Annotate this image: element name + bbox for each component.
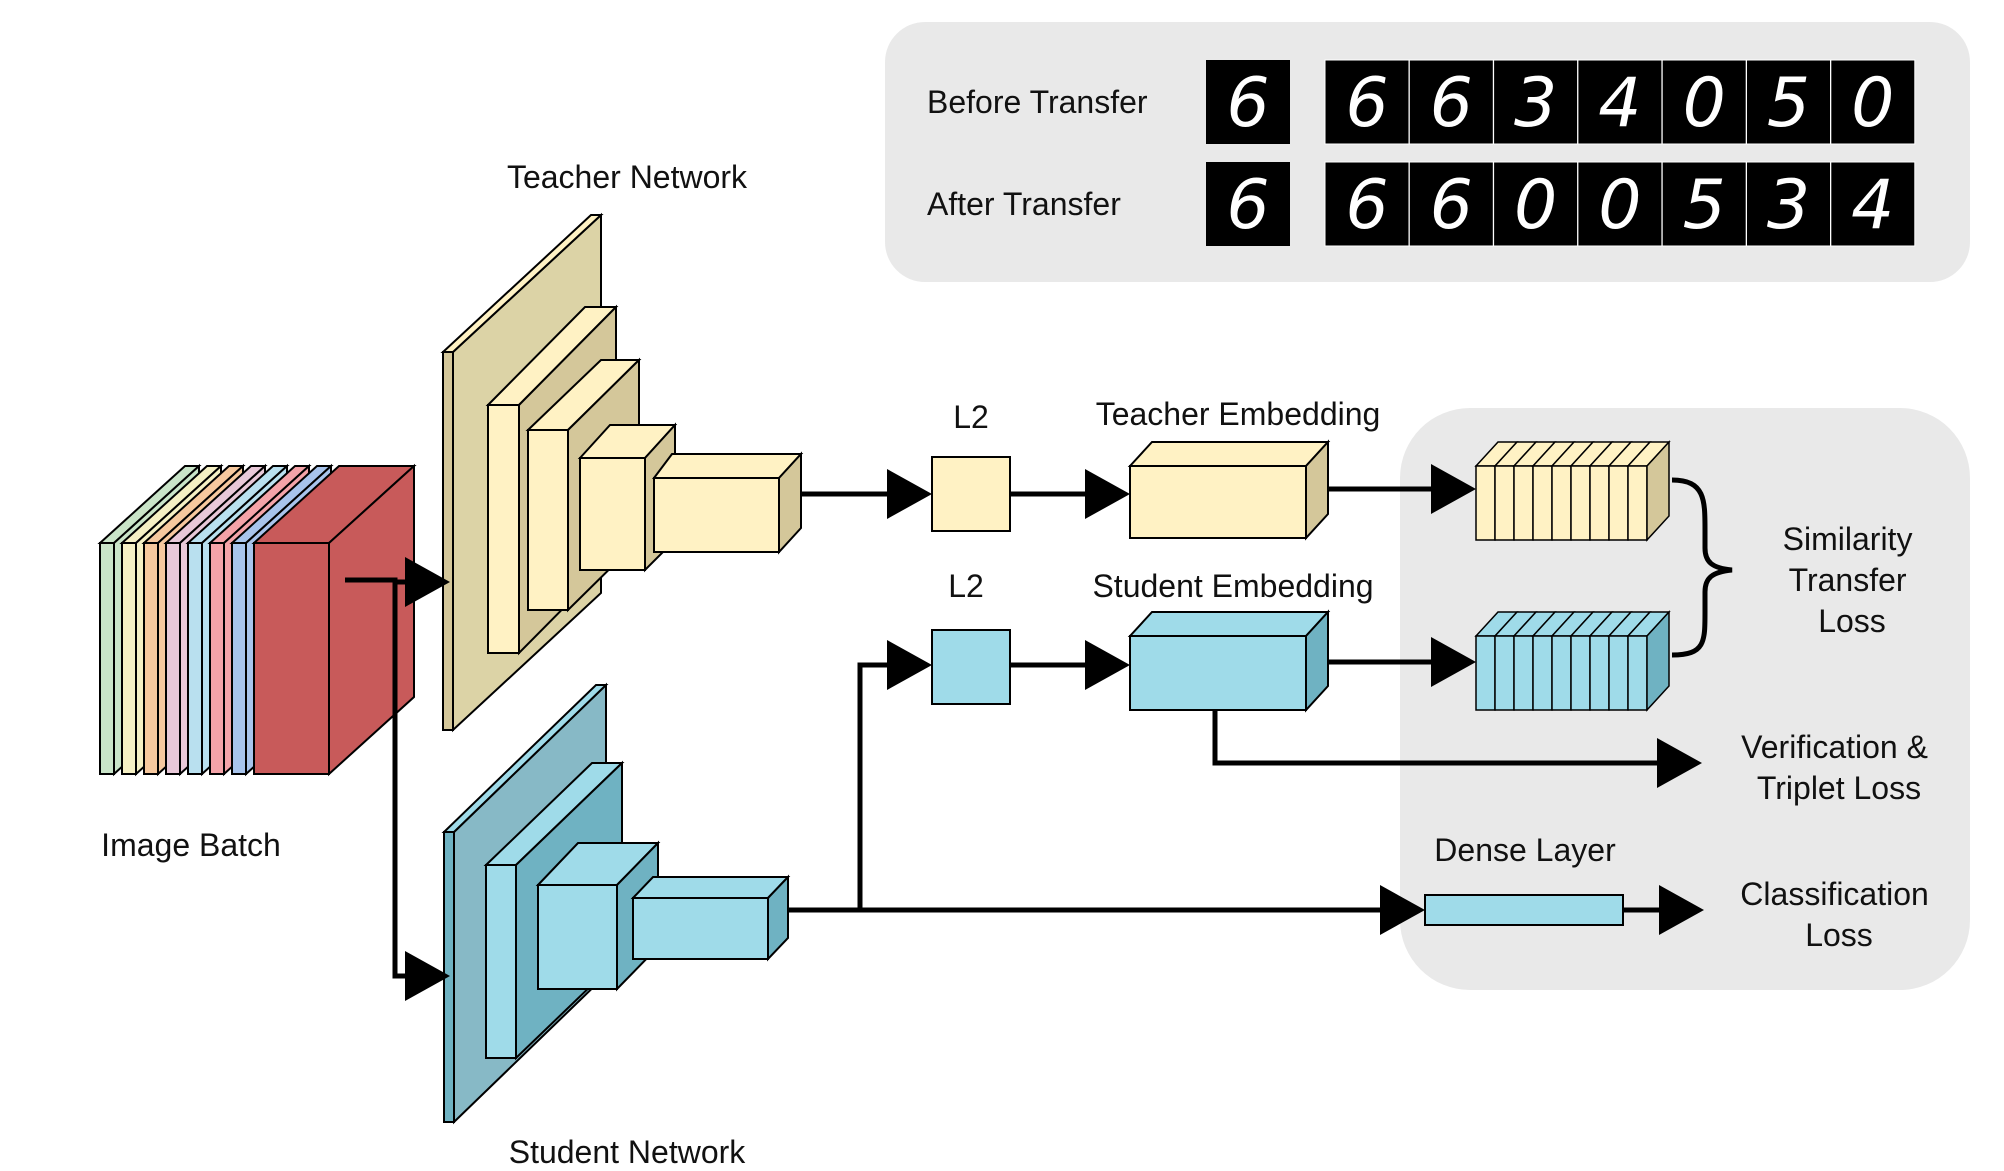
svg-text:6: 6 xyxy=(1430,64,1473,143)
ranked-digit-tile: 5 xyxy=(1661,161,1747,247)
classification-loss-line-2: Loss xyxy=(1805,917,1873,953)
svg-text:0: 0 xyxy=(1683,64,1726,143)
ranked-digit-tile: 4 xyxy=(1577,59,1663,145)
ranked-digit-tile: 6 xyxy=(1408,161,1494,247)
student-layer-3 xyxy=(630,874,791,962)
svg-text:5: 5 xyxy=(1683,166,1726,245)
svg-text:0: 0 xyxy=(1514,166,1557,245)
l2-box-student xyxy=(931,629,1011,705)
loss-panel xyxy=(1400,408,1970,990)
svg-text:6: 6 xyxy=(1345,64,1388,143)
slices-student-1 xyxy=(1474,611,1519,711)
dense-layer-box xyxy=(1424,894,1624,926)
classification-loss-line-1: Classification xyxy=(1740,876,1929,912)
ranked-digit-tile: 0 xyxy=(1830,59,1916,145)
similarity-loss-label: Similarity Transfer Loss xyxy=(1783,521,1922,639)
verification-loss-line-1: Verification & xyxy=(1741,729,1928,765)
ranked-digit-tile: 6 xyxy=(1324,59,1410,145)
ranked-digit-tile: 6 xyxy=(1408,59,1494,145)
verification-loss-line-2: Triplet Loss xyxy=(1757,770,1921,806)
slices-student-2 xyxy=(1493,611,1538,711)
svg-text:3: 3 xyxy=(1514,64,1557,143)
teacher-network xyxy=(440,212,804,733)
verification-loss-label: Verification & Triplet Loss xyxy=(1741,729,1937,806)
teacher-embedding-slices xyxy=(1474,440,1671,542)
svg-text:0: 0 xyxy=(1851,64,1894,143)
l2-box-teacher xyxy=(931,456,1011,532)
svg-text:5: 5 xyxy=(1767,64,1810,143)
ranked-digit-tile: 0 xyxy=(1577,161,1663,247)
example-row-label: Before Transfer xyxy=(927,84,1148,120)
example-row-label: After Transfer xyxy=(927,186,1121,222)
similarity-brace xyxy=(1671,477,1733,658)
teacher-embedding-label: Teacher Embedding xyxy=(1096,396,1381,432)
slices-teacher-4 xyxy=(1531,441,1576,541)
teacher-embedding-box xyxy=(1127,439,1331,541)
svg-text:4: 4 xyxy=(1598,64,1641,143)
similarity-loss-line-3: Loss xyxy=(1818,603,1886,639)
svg-text:6: 6 xyxy=(1226,64,1269,143)
image-batch-stack xyxy=(97,463,417,777)
svg-text:3: 3 xyxy=(1767,166,1810,245)
teacher-network-label: Teacher Network xyxy=(507,159,748,195)
student-network xyxy=(441,682,791,1125)
slices-teacher-9 xyxy=(1626,441,1671,541)
ranked-digit-tile: 4 xyxy=(1830,161,1916,247)
query-digit-tile: 6 xyxy=(1206,60,1290,144)
slices-teacher-7 xyxy=(1588,441,1633,541)
slices-teacher-side xyxy=(1646,440,1670,542)
svg-text:6: 6 xyxy=(1226,166,1269,245)
svg-text:6: 6 xyxy=(1430,166,1473,245)
connections xyxy=(345,464,1704,1001)
svg-text:4: 4 xyxy=(1851,166,1894,245)
image-batch-label: Image Batch xyxy=(101,827,281,863)
ranked-digit-tile: 0 xyxy=(1493,161,1579,247)
student-embedding-box xyxy=(1127,609,1331,713)
ranked-digit-tile: 6 xyxy=(1324,161,1410,247)
l2-label-teacher: L2 xyxy=(953,399,989,435)
query-digit-tile: 6 xyxy=(1206,162,1290,246)
svg-text:0: 0 xyxy=(1598,166,1641,245)
l2-label-student: L2 xyxy=(948,568,984,604)
svg-text:6: 6 xyxy=(1345,166,1388,245)
dense-layer-label: Dense Layer xyxy=(1434,832,1616,868)
slices-student-side xyxy=(1646,610,1670,712)
similarity-loss-line-1: Similarity xyxy=(1783,521,1913,557)
teacher-layer-4 xyxy=(652,451,804,555)
batch-image-8 xyxy=(251,463,417,777)
ranked-digit-tile: 3 xyxy=(1493,59,1579,145)
slices-teacher-3 xyxy=(1512,441,1557,541)
classification-loss-label: Classification Loss xyxy=(1740,876,1937,953)
student-network-label: Student Network xyxy=(509,1134,747,1170)
ranked-digit-tile: 5 xyxy=(1746,59,1831,145)
slices-student-6 xyxy=(1569,611,1614,711)
slices-teacher-6 xyxy=(1569,441,1614,541)
similarity-loss-line-2: Transfer xyxy=(1789,562,1907,598)
ranked-digit-tile: 0 xyxy=(1661,59,1747,145)
student-embedding-label: Student Embedding xyxy=(1092,568,1373,604)
student-embedding-slices xyxy=(1474,610,1671,712)
ranked-digit-tile: 3 xyxy=(1746,161,1831,247)
